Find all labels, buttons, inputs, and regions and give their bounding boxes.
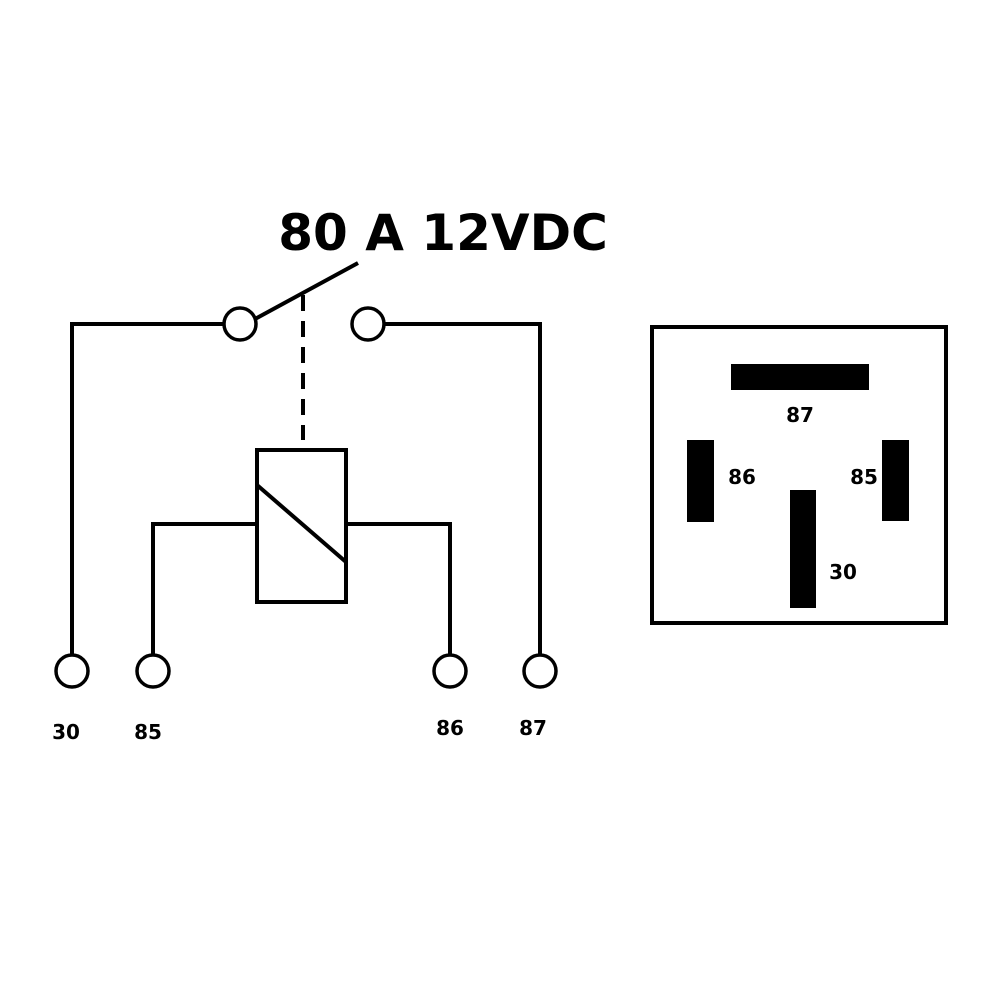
pin-30 [790, 490, 816, 608]
terminal-86 [432, 653, 468, 689]
pin-label-30: 30 [829, 560, 857, 584]
switch-contact-common [222, 306, 258, 342]
wire-87 [384, 322, 542, 655]
pin-label-85: 85 [850, 465, 878, 489]
wire-86 [346, 522, 452, 655]
pin-87 [731, 364, 869, 390]
terminal-85 [135, 653, 171, 689]
terminal-30 [54, 653, 90, 689]
wire-85 [151, 522, 257, 655]
diagram-title: 80 A 12VDC [278, 204, 608, 262]
pin-label-87: 87 [786, 403, 814, 427]
switch-lever [254, 261, 359, 321]
wire-30 [70, 322, 224, 655]
relay-pinout: 87 86 85 30 [650, 325, 948, 625]
coil-diagonal [255, 483, 348, 564]
pin-86 [687, 440, 714, 522]
terminal-label-87: 87 [519, 716, 547, 740]
terminal-label-30: 30 [52, 720, 80, 744]
pinout-frame [650, 325, 948, 625]
terminal-label-86: 86 [436, 716, 464, 740]
pin-85 [882, 440, 909, 521]
relay-schematic: 30 85 86 87 [52, 261, 558, 744]
switch-contact-no [350, 306, 386, 342]
pin-label-86: 86 [728, 465, 756, 489]
terminal-label-85: 85 [134, 720, 162, 744]
terminal-87 [522, 653, 558, 689]
